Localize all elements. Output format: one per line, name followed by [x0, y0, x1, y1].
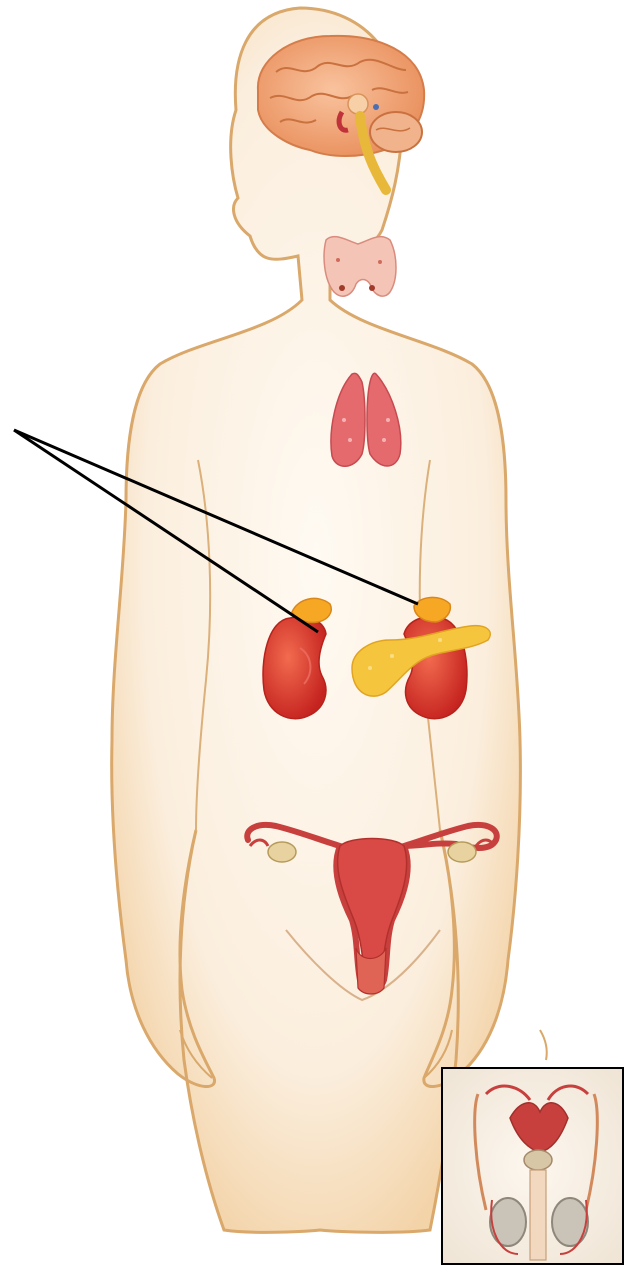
body-silhouette	[112, 8, 547, 1232]
male-reproductive-inset	[442, 1068, 623, 1264]
thyroid	[324, 237, 396, 297]
pituitary	[348, 94, 368, 114]
